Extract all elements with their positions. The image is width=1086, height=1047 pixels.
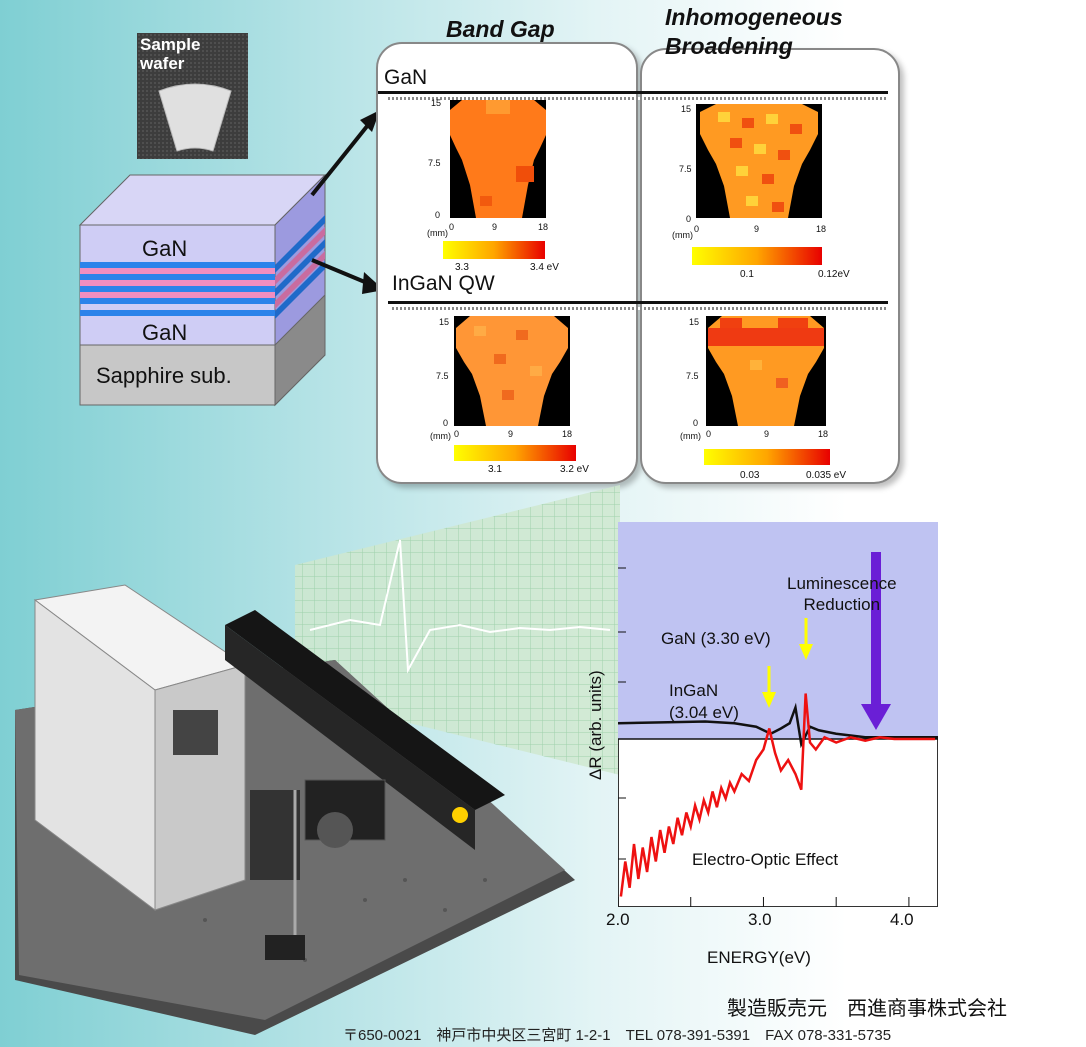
x-axis-label: ENERGY(eV) — [707, 948, 811, 967]
x-tick-4: 4.0 — [890, 910, 914, 929]
map2-xtick-9: 9 — [754, 224, 760, 234]
annotation-ingan: InGaN (3.04 eV) — [669, 680, 739, 724]
cbar-gan-inhom-low: 0.1 — [740, 269, 754, 280]
map-gan-bandgap — [450, 100, 546, 218]
annotation-gan: GaN (3.30 eV) — [661, 629, 771, 648]
series-line-1 — [619, 693, 936, 897]
map4-xtick-0: 0 — [706, 429, 712, 439]
x-tick-2: 2.0 — [606, 910, 630, 929]
map3-xtick-9: 9 — [508, 429, 514, 439]
map1-xtick-0: 0 — [449, 222, 455, 232]
wafer-label-line1: Sample — [140, 35, 201, 54]
row2-divider-dotted — [392, 307, 886, 310]
wafer-label: Sample wafer — [140, 35, 200, 73]
cbar-gan-inhomogeneous — [692, 247, 822, 265]
map4-ytick-15: 15 — [689, 317, 700, 327]
map1-xtick-9: 9 — [492, 222, 498, 232]
cbar-ingan-bandgap-low: 3.1 — [488, 464, 502, 475]
spectrum-positive-fill — [618, 522, 938, 739]
map1-xtick-18: 18 — [538, 222, 549, 232]
row1-divider-dotted — [388, 97, 886, 100]
map1-unit: (mm) — [427, 228, 448, 238]
annotation-lum-line2: Reduction — [803, 595, 881, 614]
y-axis-ticks — [618, 567, 626, 860]
annotation-ingan-line1: InGaN — [669, 681, 719, 700]
sample-wafer-photo: Sample wafer — [137, 33, 248, 159]
cbar-ingan-bandgap — [454, 445, 576, 461]
map3-xtick-18: 18 — [562, 429, 573, 439]
cbar-ingan-inhomogeneous — [704, 449, 830, 465]
cbar-ingan-inhom-low: 0.03 — [740, 470, 760, 481]
map3-ytick-7-5: 7.5 — [436, 371, 449, 381]
layer-label-sapphire: Sapphire sub. — [96, 363, 232, 388]
cbar-ingan-inhom-high: 0.035 eV — [806, 470, 847, 481]
footer-address: 〒650-0021 神戸市中央区三宮町 1-2-1 TEL 078-391-53… — [343, 1027, 892, 1044]
row-label-gan: GaN — [384, 66, 428, 89]
layer-label-gan-bottom: GaN — [142, 320, 188, 345]
map2-ytick-15: 15 — [681, 104, 692, 114]
map2-xtick-18: 18 — [816, 224, 827, 234]
cbar-gan-bandgap — [443, 241, 545, 259]
annotation-lum-line1: Luminescence — [787, 574, 897, 593]
wafer-label-line2: wafer — [140, 54, 185, 73]
annotation-luminescence: Luminescence Reduction — [787, 573, 897, 615]
map-ingan-bandgap — [454, 316, 570, 426]
band-gap-title: Band Gap — [446, 16, 555, 42]
map-ingan-inhomogeneous — [706, 316, 826, 426]
series-line-0 — [618, 702, 938, 749]
map1-ytick-0: 0 — [435, 210, 441, 220]
x-axis-ticks — [618, 897, 910, 907]
luminescence-arrow — [861, 552, 891, 730]
cbar-ingan-bandgap-high: 3.2 eV — [560, 464, 589, 475]
map1-ytick-7-5: 7.5 — [428, 158, 441, 168]
row2-divider — [388, 301, 888, 304]
map-gan-inhomogeneous — [696, 104, 822, 218]
map2-ytick-7-5: 7.5 — [679, 164, 692, 174]
map3-ytick-15: 15 — [439, 317, 450, 327]
x-tick-3: 3.0 — [748, 910, 772, 929]
annotation-ingan-line2: (3.04 eV) — [669, 703, 739, 722]
map4-xtick-18: 18 — [818, 429, 829, 439]
layer-structure-diagram — [78, 173, 327, 407]
map4-ytick-0: 0 — [693, 418, 699, 428]
inhom-title-line1: Inhomogeneous — [665, 4, 843, 30]
map4-ytick-7-5: 7.5 — [686, 371, 699, 381]
spectrum-series — [618, 693, 938, 897]
map1-ytick-15: 15 — [431, 98, 442, 108]
map3-xtick-0: 0 — [454, 429, 460, 439]
map4-unit: (mm) — [680, 431, 701, 441]
spectrum-plot — [618, 522, 938, 907]
instrument-photo — [15, 584, 575, 1035]
cbar-gan-inhom-high: 0.12eV — [818, 269, 850, 280]
map3-ytick-0: 0 — [443, 418, 449, 428]
inhomogeneous-title: Inhomogeneous Broadening — [665, 3, 843, 61]
ingan-arrow — [762, 666, 776, 708]
row-label-ingan: InGaN QW — [392, 272, 495, 295]
cbar-gan-bandgap-low: 3.3 — [455, 262, 469, 273]
cbar-gan-bandgap-high: 3.4 eV — [530, 262, 559, 273]
row1-divider — [378, 91, 888, 94]
footer-company: 製造販売元 西進商事株式会社 — [727, 998, 1007, 1020]
map2-xtick-0: 0 — [694, 224, 700, 234]
inhom-title-line2: Broadening — [665, 33, 793, 59]
wafer-shape — [158, 83, 232, 152]
map2-ytick-0: 0 — [686, 214, 692, 224]
gan-arrow — [799, 618, 813, 660]
map2-unit: (mm) — [672, 230, 693, 240]
y-axis-label: ΔR (arb. units) — [586, 670, 605, 780]
annotation-electro-optic: Electro-Optic Effect — [692, 850, 839, 869]
map3-unit: (mm) — [430, 431, 451, 441]
map4-xtick-9: 9 — [764, 429, 770, 439]
layer-label-gan-top: GaN — [142, 236, 188, 261]
